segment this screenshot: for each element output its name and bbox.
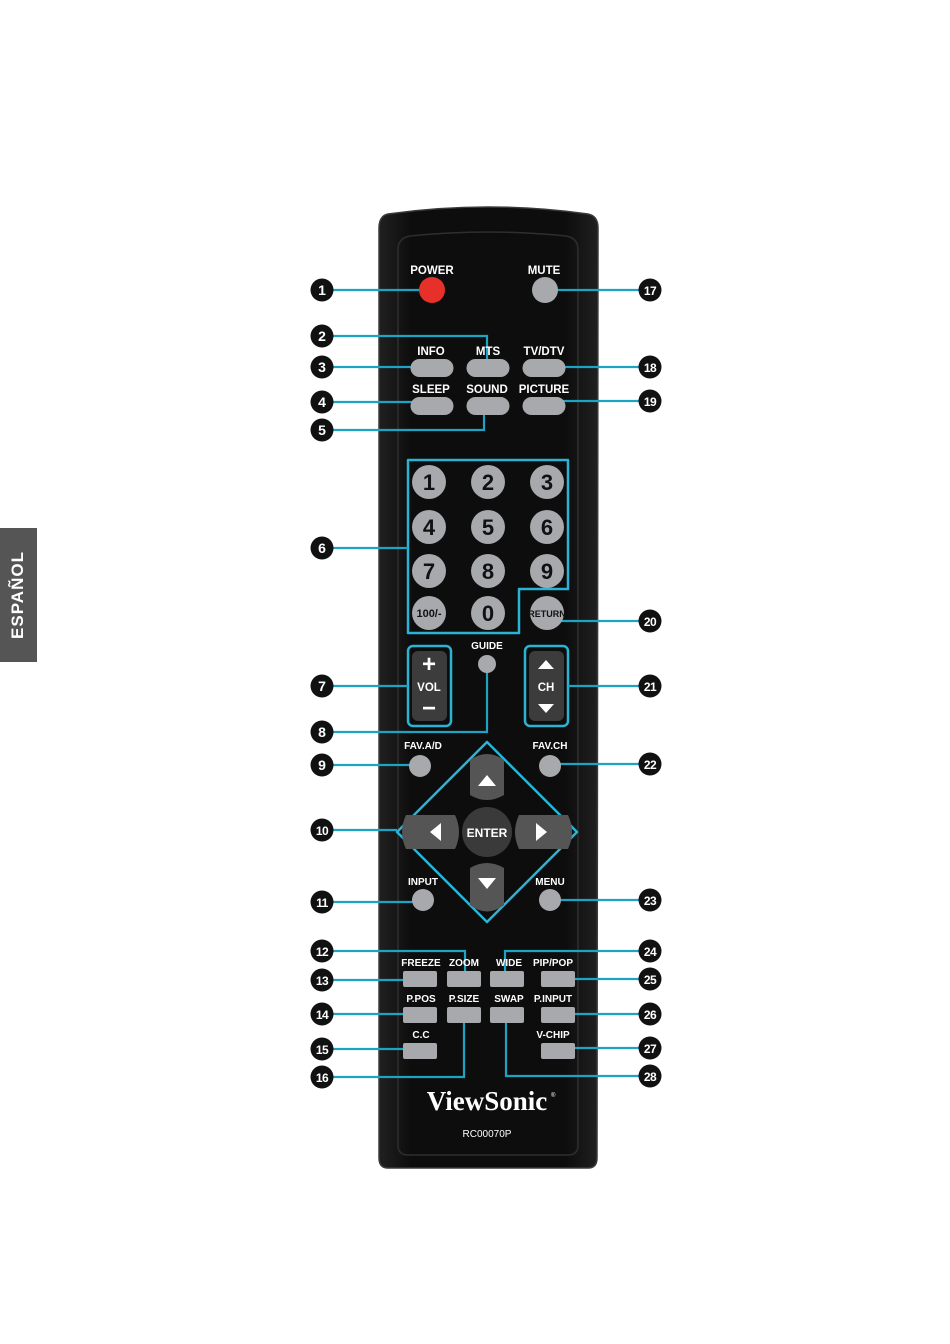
key-5-label: 5 <box>482 515 494 540</box>
callout-number-28: 28 <box>644 1070 657 1084</box>
key-2-label: 2 <box>482 470 494 495</box>
freeze-label: FREEZE <box>401 958 441 969</box>
callout-number-14: 14 <box>316 1008 329 1022</box>
ch-label: CH <box>538 682 555 694</box>
key-0-label: 0 <box>482 601 494 626</box>
tvdtv-label: TV/DTV <box>524 346 565 358</box>
brand-logo: ViewSonic <box>427 1086 548 1116</box>
callout-number-21: 21 <box>644 680 657 694</box>
callout-number-2: 2 <box>318 328 326 344</box>
key-4-label: 4 <box>423 515 436 540</box>
registered-mark: ® <box>551 1092 556 1099</box>
mts-button <box>467 359 510 377</box>
callout-number-7: 7 <box>318 678 326 694</box>
callout-number-16: 16 <box>316 1071 329 1085</box>
callout-number-18: 18 <box>644 361 657 375</box>
guide-label: GUIDE <box>471 641 503 652</box>
enter-label: ENTER <box>467 826 508 840</box>
p-size-label: P.SIZE <box>449 994 480 1005</box>
callout-number-12: 12 <box>316 945 329 959</box>
callout-number-4: 4 <box>318 394 326 410</box>
callout-number-27: 27 <box>644 1042 657 1056</box>
key-8-label: 8 <box>482 559 494 584</box>
model-number: RC00070P <box>463 1129 512 1140</box>
callout-number-10: 10 <box>316 824 329 838</box>
pip-pop-label: PIP/POP <box>533 958 573 969</box>
wide-label: WIDE <box>496 958 522 969</box>
tvdtv-button <box>523 359 566 377</box>
freeze-button <box>403 971 437 987</box>
callout-number-19: 19 <box>644 395 657 409</box>
callout-number-23: 23 <box>644 894 657 908</box>
vol-minus-label: − <box>422 695 436 722</box>
callout-number-11: 11 <box>316 896 329 910</box>
sound-button <box>467 397 510 415</box>
callout-number-15: 15 <box>316 1043 329 1057</box>
picture-button <box>523 397 566 415</box>
p-input-button <box>541 1007 575 1023</box>
key-1-label: 1 <box>423 470 435 495</box>
mute-button <box>532 277 558 303</box>
key-9-label: 9 <box>541 559 553 584</box>
vol-plus-label: + <box>422 651 436 678</box>
p-input-label: P.INPUT <box>534 994 572 1005</box>
v-chip-label: V-CHIP <box>536 1030 570 1041</box>
zoom-label: ZOOM <box>449 958 479 969</box>
v-chip-button <box>541 1043 575 1059</box>
sleep-label: SLEEP <box>412 384 450 396</box>
key-6-label: 6 <box>541 515 553 540</box>
callout-number-9: 9 <box>318 757 326 773</box>
callout-number-26: 26 <box>644 1008 657 1022</box>
p-size-button <box>447 1007 481 1023</box>
callout-number-1: 1 <box>318 282 326 298</box>
fav-ch-button <box>539 755 561 777</box>
key-return-label: RETURN <box>528 609 566 619</box>
callout-number-22: 22 <box>644 758 657 772</box>
menu-label: MENU <box>535 877 564 888</box>
callout-number-3: 3 <box>318 359 326 375</box>
cc-button <box>403 1043 437 1059</box>
callout-number-6: 6 <box>318 540 326 556</box>
key-3-label: 3 <box>541 470 553 495</box>
callout-number-20: 20 <box>644 615 657 629</box>
p-pos-button <box>403 1007 437 1023</box>
info-label: INFO <box>417 346 445 358</box>
key-7-label: 7 <box>423 559 435 584</box>
fav-ad-label: FAV.A/D <box>404 741 442 752</box>
callout-number-24: 24 <box>644 945 657 959</box>
swap-button <box>490 1007 524 1023</box>
input-button <box>412 889 434 911</box>
mute-label: MUTE <box>528 265 561 277</box>
sound-label: SOUND <box>466 384 508 396</box>
swap-label: SWAP <box>494 994 524 1005</box>
callout-number-8: 8 <box>318 724 326 740</box>
callout-number-5: 5 <box>318 422 326 438</box>
input-label: INPUT <box>408 877 438 888</box>
vol-label: VOL <box>417 682 441 694</box>
fav-ad-button <box>409 755 431 777</box>
info-button <box>411 359 454 377</box>
p-pos-label: P.POS <box>406 994 436 1005</box>
callout-number-17: 17 <box>644 284 657 298</box>
zoom-button <box>447 971 481 987</box>
pip-pop-button <box>541 971 575 987</box>
key-100-label: 100/- <box>416 608 441 620</box>
sleep-button <box>411 397 454 415</box>
cc-label: C.C <box>412 1030 429 1041</box>
menu-button <box>539 889 561 911</box>
power-label: POWER <box>410 265 454 277</box>
wide-button <box>490 971 524 987</box>
power-button <box>419 277 445 303</box>
callout-number-13: 13 <box>316 974 329 988</box>
fav-ch-label: FAV.CH <box>532 741 567 752</box>
callout-number-25: 25 <box>644 973 657 987</box>
picture-label: PICTURE <box>519 384 570 396</box>
guide-button <box>478 655 496 673</box>
mts-label: MTS <box>476 346 501 358</box>
